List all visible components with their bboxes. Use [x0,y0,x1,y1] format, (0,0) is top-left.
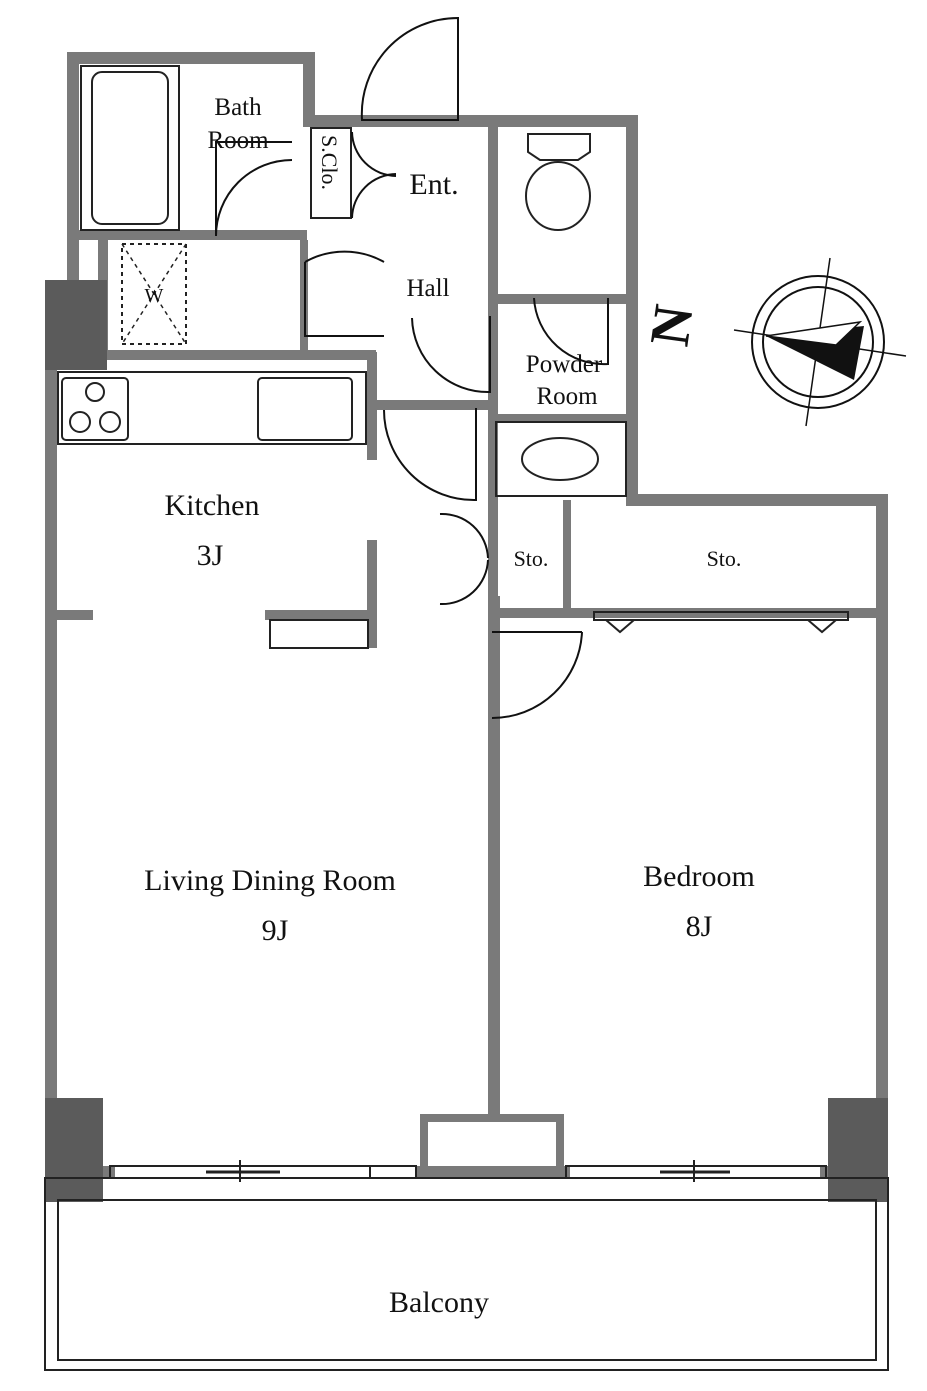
label-powder-line2: Room [536,383,598,410]
label-kitchen: Kitchen [165,489,260,522]
label-balcony: Balcony [389,1286,489,1319]
label-living-dining-size: 9J [262,914,289,947]
label-powder-line1: Powder [526,351,603,378]
label-bedroom: Bedroom [643,860,755,893]
fixtures [44,65,889,1371]
label-storage-large: Sto. [707,546,742,571]
label-shoe-closet: S.Clo. [317,135,342,190]
label-living-dining: Living Dining Room [144,864,396,897]
label-bedroom-size: 8J [686,910,713,943]
label-bath-line2: Room [207,127,269,154]
label-washer: W [145,285,164,307]
label-hall: Hall [406,275,449,302]
label-bath-line1: Bath [214,94,262,121]
compass-north-label: N [639,301,706,350]
pillars [45,280,888,1202]
label-storage-small: Sto. [514,546,549,571]
walls [45,52,888,1178]
doors [215,16,609,720]
label-kitchen-size: 3J [197,539,224,572]
room-labels: Bath Room S.Clo. Ent. W Hall Powder Room… [144,94,755,1319]
compass: N [639,257,907,427]
label-entrance: Ent. [409,168,458,201]
